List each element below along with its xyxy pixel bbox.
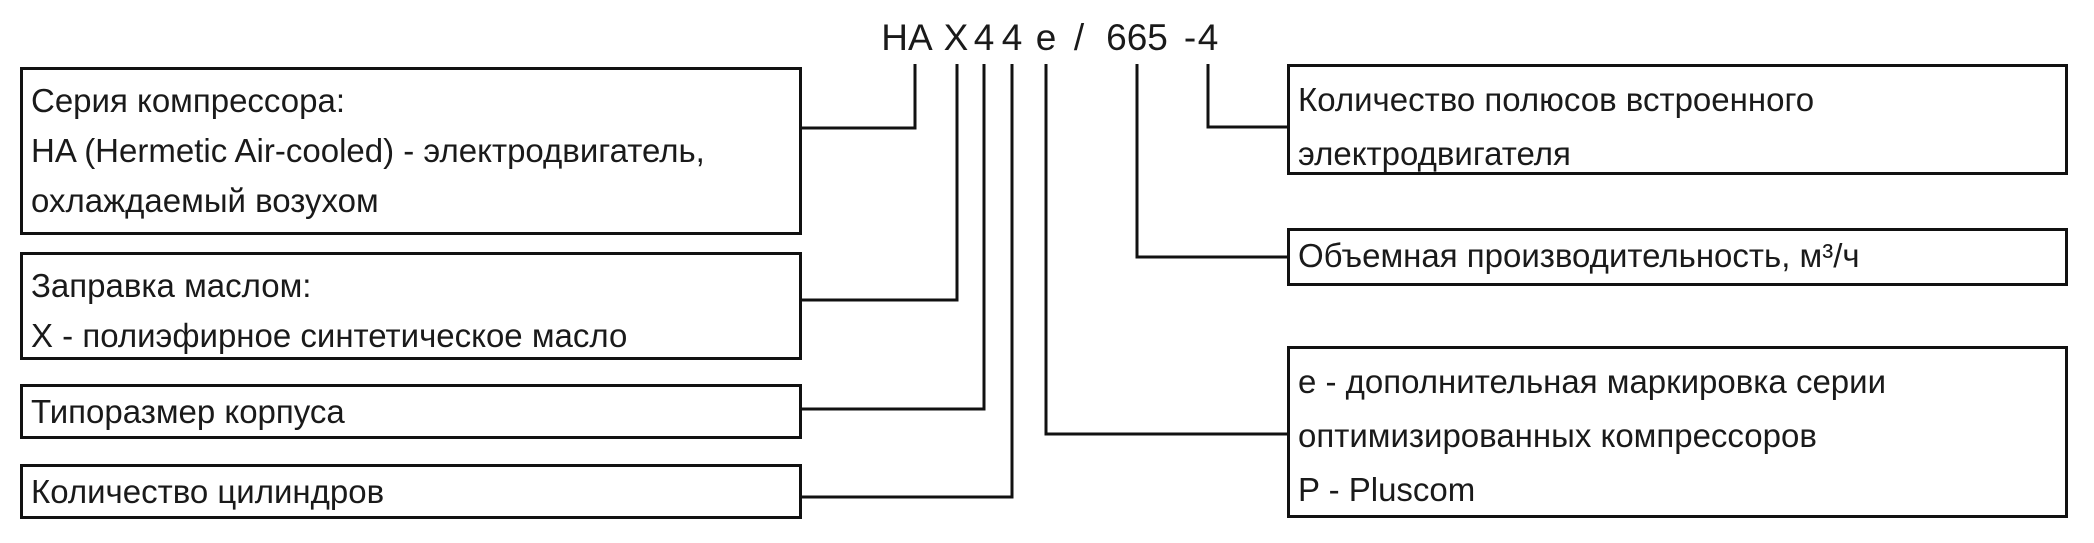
label-box-compressor-series: Серия компрессора: HA (Hermetic Air-cool… xyxy=(20,67,802,235)
label-line: X - полиэфирное синтетическое масло xyxy=(31,317,628,354)
connector-poles xyxy=(1206,64,1287,129)
code-dash: - xyxy=(1183,17,1197,58)
label-line: e - дополнительная маркировка серии xyxy=(1298,363,1887,400)
label-box-cylinders: Количество цилиндров xyxy=(20,464,802,519)
connector-series xyxy=(802,64,917,130)
label-box-displacement: Объемная производительность, м³/ч xyxy=(1287,228,2068,286)
label-line: Количество цилиндров xyxy=(31,473,385,510)
connector-displacement xyxy=(1135,64,1287,259)
code-series: HA xyxy=(881,17,933,58)
connector-oil xyxy=(802,64,959,302)
label-line: Количество полюсов встроенного xyxy=(1298,81,1815,118)
label-line: электродвигателя xyxy=(1298,135,1571,172)
connector-housing xyxy=(802,64,986,411)
connector-cylinders xyxy=(802,64,1014,499)
label-box-oil-charge: Заправка маслом: X - полиэфирное синтети… xyxy=(20,252,802,360)
label-line: HA (Hermetic Air-cooled) - электродвигат… xyxy=(31,132,705,169)
code-displacement: 665 xyxy=(1106,17,1168,58)
label-line: P - Pluscom xyxy=(1298,471,1476,508)
label-line: Заправка маслом: xyxy=(31,267,312,304)
label-box-motor-poles: Количество полюсов встроенного электродв… xyxy=(1287,64,2068,175)
label-line: Серия компрессора: xyxy=(31,82,346,119)
label-line: Типоразмер корпуса xyxy=(31,393,345,430)
code-cylinders: 4 xyxy=(1001,17,1023,58)
code-housing-size: 4 xyxy=(973,17,995,58)
connector-extra-marking xyxy=(1044,64,1287,436)
code-extra-marking: e xyxy=(1035,17,1057,58)
code-oil: X xyxy=(943,17,969,58)
label-box-extra-marking: e - дополнительная маркировка серии опти… xyxy=(1287,346,2068,518)
code-poles: 4 xyxy=(1197,17,1219,58)
label-line: оптимизированных компрессоров xyxy=(1298,417,1817,454)
label-line: Объемная производительность, м³/ч xyxy=(1298,237,1860,274)
label-line: охлаждаемый возухом xyxy=(31,182,379,219)
code-slash: / xyxy=(1073,17,1085,58)
label-box-housing-size: Типоразмер корпуса xyxy=(20,384,802,439)
